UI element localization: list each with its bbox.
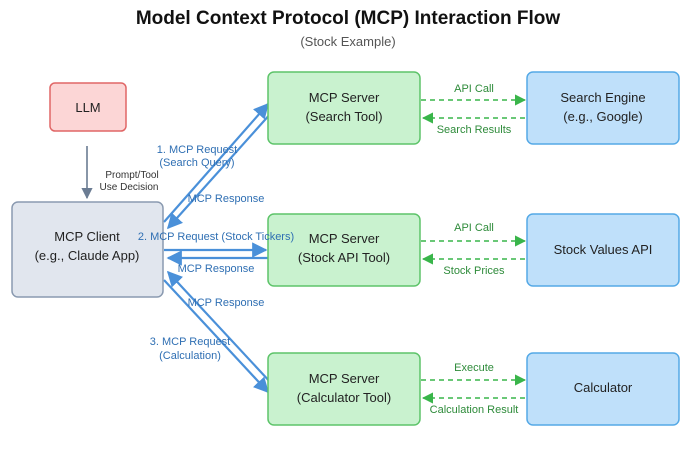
llm-node: LLM [49,82,127,132]
request-1-label-2: (Search Query) [159,157,234,169]
stock-prices-label: Stock Prices [443,265,505,277]
server-calc-label-1: MCP Server [309,371,380,386]
server-stock-label-1: MCP Server [309,231,380,246]
llm-client-label-2: Use Decision [100,182,159,193]
mcp-server-calc-node: MCP Server (Calculator Tool) [267,352,421,426]
request-2-label: 2. MCP Request (Stock Tickers) [138,231,294,243]
response-3-label: MCP Response [188,297,265,309]
calculation-result-label: Calculation Result [430,404,519,416]
search-engine-node: Search Engine (e.g., Google) [526,71,680,145]
page-title: Model Context Protocol (MCP) Interaction… [136,8,561,29]
request-1-label-1: 1. MCP Request [157,144,238,156]
stock-api-call-label: API Call [454,222,494,234]
client-label-2: (e.g., Claude App) [35,248,140,263]
calculator-node: Calculator [526,352,680,426]
mcp-client-node: MCP Client (e.g., Claude App) [11,201,164,298]
request-3-arrow [163,279,270,394]
response-1-arrow [166,111,273,230]
request-1-arrow [163,102,270,223]
page-subtitle: (Stock Example) [300,34,395,49]
llm-client-label-1: Prompt/Tool [105,170,158,181]
search-results-label: Search Results [437,124,512,136]
search-engine-label-2: (e.g., Google) [563,109,643,124]
server-calc-label-2: (Calculator Tool) [297,390,391,405]
calculator-label: Calculator [574,380,633,395]
search-api-call-label: API Call [454,83,494,95]
response-2-label: MCP Response [178,263,255,275]
search-engine-label-1: Search Engine [560,90,645,105]
client-server-connectors [163,102,273,394]
response-1-label: MCP Response [188,193,265,205]
request-3-label-2: (Calculation) [159,350,221,362]
mcp-server-stock-node: MCP Server (Stock API Tool) [267,213,421,287]
server-search-label-1: MCP Server [309,90,380,105]
execute-label: Execute [454,362,494,374]
response-3-arrow [166,270,273,385]
llm-label: LLM [75,100,100,115]
mcp-server-search-node: MCP Server (Search Tool) [267,71,421,145]
client-label-1: MCP Client [54,229,120,244]
stock-api-label: Stock Values API [554,242,653,257]
stock-api-node: Stock Values API [526,213,680,287]
server-stock-label-2: (Stock API Tool) [298,250,390,265]
request-3-label-1: 3. MCP Request [150,336,231,348]
server-search-label-2: (Search Tool) [305,109,382,124]
server-external-connectors [421,94,527,404]
